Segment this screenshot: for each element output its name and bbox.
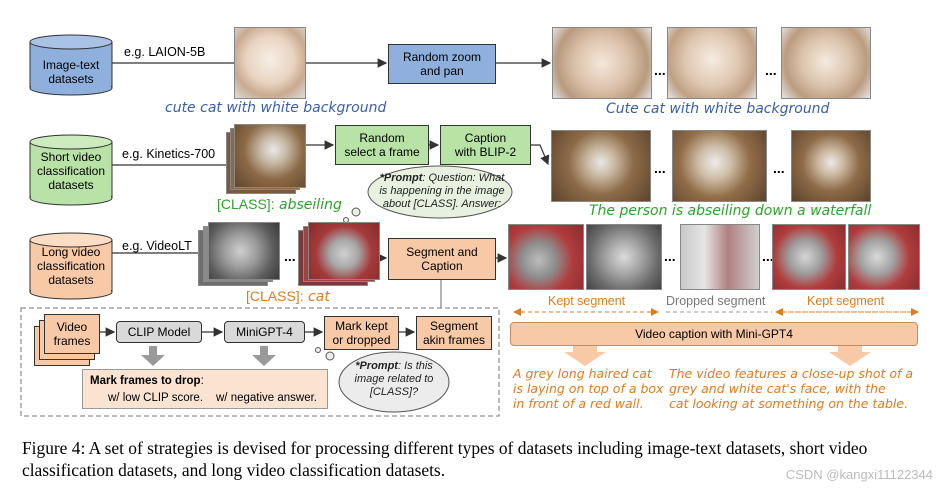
cat-input-image <box>234 27 306 99</box>
class-label-abseiling: [CLASS]: abseiling <box>217 196 342 213</box>
prompt-label: *Prompt <box>379 172 423 184</box>
ellipsis: ... <box>654 160 666 176</box>
example-kinetics: e.g. Kinetics-700 <box>122 147 216 161</box>
class-value: cat <box>308 289 330 305</box>
caption-left: A grey long haired cat is laying on top … <box>513 366 664 411</box>
ellipsis: ... <box>654 62 666 78</box>
segment-akin-box: Segment akin frames <box>416 316 492 350</box>
cat-video-frame-2 <box>308 222 380 280</box>
kept-segment-label-1: Kept segment <box>548 294 626 308</box>
prompt-label: *Prompt <box>355 360 398 372</box>
short-video-datasets-label: Short video classification datasets <box>36 150 106 192</box>
zoom-output-image-1 <box>552 27 652 99</box>
video-frames-box: Video frames <box>44 314 100 354</box>
output-caption-row1: Cute cat with white background <box>606 101 830 117</box>
mark-kept-box: Mark kept or dropped <box>324 316 399 350</box>
ellipsis: ... <box>773 160 785 176</box>
dropped-frame <box>680 224 760 290</box>
drop-low-clip: w/ low CLIP score. <box>108 392 204 404</box>
prompt-text: : Question: What is happening in the ima… <box>379 172 505 210</box>
caption-blip2-box: Caption with BLIP-2 <box>440 125 531 165</box>
random-select-frame-box: Random select a frame <box>335 125 429 165</box>
example-laion: e.g. LAION-5B <box>124 45 206 59</box>
abseil-output-3 <box>791 130 871 202</box>
video-caption-bar: Video caption with Mini-GPT4 <box>510 322 918 346</box>
arrow <box>531 144 550 166</box>
kept-segment-label-2: Kept segment <box>807 294 885 308</box>
down-arrow-icon <box>141 346 165 366</box>
down-arrow-icon <box>252 346 276 366</box>
ellipsis: ... <box>762 248 774 264</box>
segment-caption-box: Segment and Caption <box>388 238 496 280</box>
class-tag: [CLASS]: <box>217 196 275 212</box>
image-text-datasets-label: Image-text datasets <box>42 58 100 86</box>
short-video-cylinder <box>29 134 113 206</box>
drop-title: Mark frames to drop <box>90 375 201 387</box>
prompt-cloud-short <box>343 165 513 223</box>
ellipsis: ... <box>664 248 676 264</box>
dropped-segment-label: Dropped segment <box>666 294 766 308</box>
long-video-cylinder <box>29 232 113 300</box>
ellipsis: ... <box>284 248 296 264</box>
minigpt4-box: MiniGPT-4 <box>224 321 305 343</box>
down-arrow-icon <box>829 346 871 366</box>
image-text-cylinder <box>29 34 113 96</box>
random-zoom-box: Random zoom and pan <box>388 44 496 84</box>
detail-frame <box>20 307 500 417</box>
caption-right: The video features a close-up shot of a … <box>669 366 914 411</box>
down-arrow-icon <box>564 346 606 366</box>
abseiling-frame <box>234 124 306 188</box>
class-value: abseiling <box>279 197 342 213</box>
output-caption-row2: The person is abseiling down a waterfall <box>589 203 872 219</box>
input-caption: cute cat with white background <box>165 100 387 116</box>
class-tag: [CLASS]: <box>246 288 304 304</box>
clip-model-box: CLIP Model <box>116 321 202 343</box>
prompt-short: *Prompt: Question: What is happening in … <box>377 172 507 211</box>
prompt-text: : Is this image related to [CLASS]? <box>354 360 434 398</box>
drop-negative: w/ negative answer. <box>216 392 318 404</box>
kept-frame-1 <box>508 224 584 290</box>
mark-frames-panel <box>82 369 328 409</box>
mark-frames-title: Mark frames to drop: <box>90 375 204 387</box>
zoom-output-image-2 <box>667 27 757 99</box>
kept-frame-3 <box>772 224 846 290</box>
zoom-output-image-3 <box>781 27 871 99</box>
abseil-output-2 <box>672 130 767 202</box>
long-video-datasets-label: Long video classification datasets <box>36 245 106 287</box>
kept-frame-4 <box>848 224 920 290</box>
watermark: CSDN @kangxi11122344 <box>785 467 933 482</box>
prompt-cloud-long <box>315 347 450 413</box>
figure-caption: Figure 4: A set of strategies is devised… <box>22 438 868 480</box>
abseil-output-1 <box>551 130 651 202</box>
cat-video-frame-1 <box>208 222 280 280</box>
prompt-long: *Prompt: Is this image related to [CLASS… <box>350 360 438 399</box>
kept-frame-2 <box>586 224 662 290</box>
example-videolt: e.g. VideoLT <box>122 239 192 253</box>
drop-colon: : <box>200 375 204 387</box>
ellipsis: ... <box>765 62 777 78</box>
diagram-canvas <box>20 34 919 417</box>
class-label-cat: [CLASS]: cat <box>246 288 330 305</box>
